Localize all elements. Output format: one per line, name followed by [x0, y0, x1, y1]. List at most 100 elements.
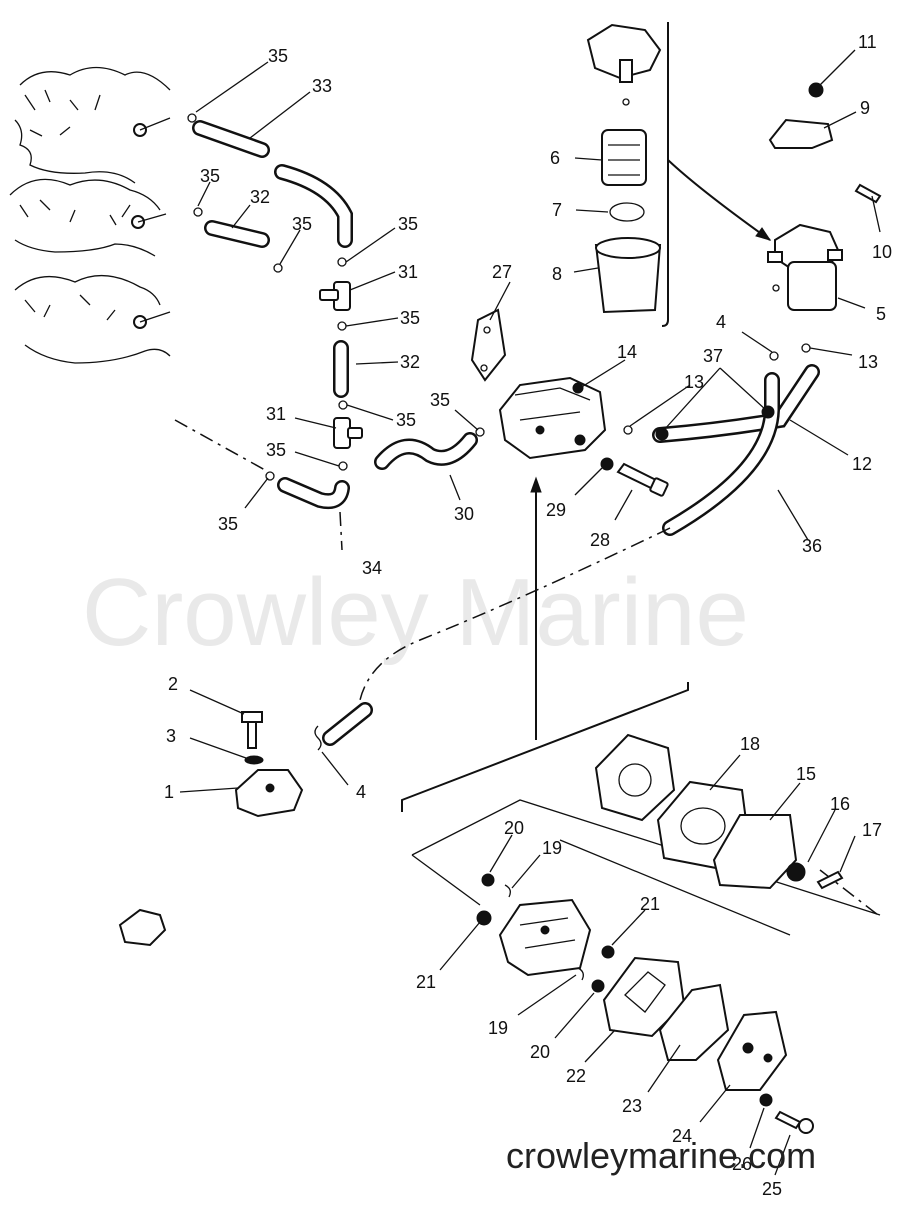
label-14: 14 [617, 342, 637, 362]
clip-13-right [801, 343, 811, 353]
hose-4-lower [322, 702, 373, 746]
filter-group-arrow-head [755, 227, 772, 241]
label-6: 6 [550, 148, 560, 168]
label-21: 21 [416, 972, 436, 992]
clip-13-left [623, 425, 633, 435]
label-10: 10 [872, 242, 892, 262]
watermark-text: Crowley Marine [82, 559, 749, 666]
label-35: 35 [218, 514, 238, 534]
label-11: 11 [858, 32, 877, 52]
label-20: 20 [530, 1042, 550, 1062]
spring-16 [786, 862, 806, 882]
label-25: 25 [762, 1179, 782, 1199]
washer-26 [759, 1093, 773, 1107]
label-9: 9 [860, 98, 870, 118]
label-35: 35 [200, 166, 220, 186]
label-22: 22 [566, 1066, 586, 1086]
screw-20-lower [591, 979, 605, 993]
t-fitting-31-lower [333, 417, 363, 449]
filter-element-6 [601, 129, 647, 186]
part-labels: 35 33 35 32 35 35 31 35 32 31 35 35 35 3… [164, 32, 892, 1199]
nut-11 [808, 82, 824, 98]
label-34: 34 [362, 558, 382, 578]
check-valve-21-left [476, 910, 492, 926]
label-13: 13 [684, 372, 704, 392]
hose-33 [192, 120, 353, 248]
label-31: 31 [266, 404, 286, 424]
screw-20-upper [481, 873, 495, 887]
route-line-34 [174, 419, 266, 471]
label-31: 31 [398, 262, 418, 282]
screw-25 [774, 1110, 814, 1134]
filter-group-bracket-line [661, 22, 669, 327]
filter-group-arrow-line [667, 159, 771, 241]
label-32: 32 [400, 352, 420, 372]
washer-3 [244, 755, 264, 765]
fuel-filter-5 [767, 223, 843, 311]
label-7: 7 [552, 200, 562, 220]
watermark-url: crowleymarine.com [506, 1135, 816, 1176]
label-33: 33 [312, 76, 332, 96]
label-35: 35 [266, 440, 286, 460]
label-17: 17 [862, 820, 882, 840]
label-26: 26 [732, 1154, 752, 1174]
leader-lines [179, 49, 881, 1176]
label-32: 32 [250, 187, 270, 207]
bolt-2 [241, 711, 263, 749]
label-36: 36 [802, 536, 822, 556]
label-35: 35 [268, 46, 288, 66]
hose-32-upper [204, 220, 270, 248]
spring-19-lower [577, 967, 584, 981]
bracket-27 [470, 308, 507, 382]
label-23: 23 [622, 1096, 642, 1116]
label-16: 16 [830, 794, 850, 814]
label-3: 3 [166, 726, 176, 746]
label-1: 1 [164, 782, 174, 802]
hose-34 [277, 477, 350, 510]
route-line-34-lower [339, 511, 343, 551]
clip-4-lower [314, 725, 322, 751]
label-12: 12 [852, 454, 872, 474]
label-19: 19 [542, 838, 562, 858]
filter-head [586, 23, 662, 106]
bolt-28 [616, 462, 669, 497]
filter-bowl-8 [594, 237, 662, 314]
pump-group-bracket-line [401, 682, 689, 812]
pump-group-arrow-head [530, 476, 542, 493]
washer-29 [600, 457, 614, 471]
fuel-pump-14 [498, 376, 607, 460]
route-line-36 [359, 527, 671, 701]
hose-36-and-12 [652, 364, 820, 536]
t-fitting-31-upper [319, 281, 351, 311]
spring-19-upper [504, 884, 511, 898]
label-35: 35 [396, 410, 416, 430]
primer-bulb-1 [234, 769, 304, 818]
gasket-15-upper [594, 733, 676, 822]
label-21: 21 [640, 894, 660, 914]
screw-17 [816, 870, 844, 890]
engine-block-outline [9, 66, 171, 364]
pump-cover-24 [716, 1010, 788, 1091]
screw-10 [854, 183, 882, 204]
label-28: 28 [590, 530, 610, 550]
label-35: 35 [400, 308, 420, 328]
label-30: 30 [454, 504, 474, 524]
hose-30 [374, 432, 478, 470]
cover-15 [712, 814, 798, 890]
small-part-detail [118, 908, 167, 947]
label-19: 19 [488, 1018, 508, 1038]
pump-body [498, 898, 592, 977]
bracket-9 [768, 118, 834, 149]
label-13: 13 [858, 352, 878, 372]
label-20: 20 [504, 818, 524, 838]
label-4: 4 [356, 782, 366, 802]
diaphragm-23 [658, 983, 730, 1061]
label-37: 37 [703, 346, 723, 366]
label-35: 35 [430, 390, 450, 410]
clip-4-upper [769, 351, 779, 361]
label-35: 35 [292, 214, 312, 234]
label-24: 24 [672, 1126, 692, 1146]
label-8: 8 [552, 264, 562, 284]
check-valve-21-right [601, 945, 615, 959]
